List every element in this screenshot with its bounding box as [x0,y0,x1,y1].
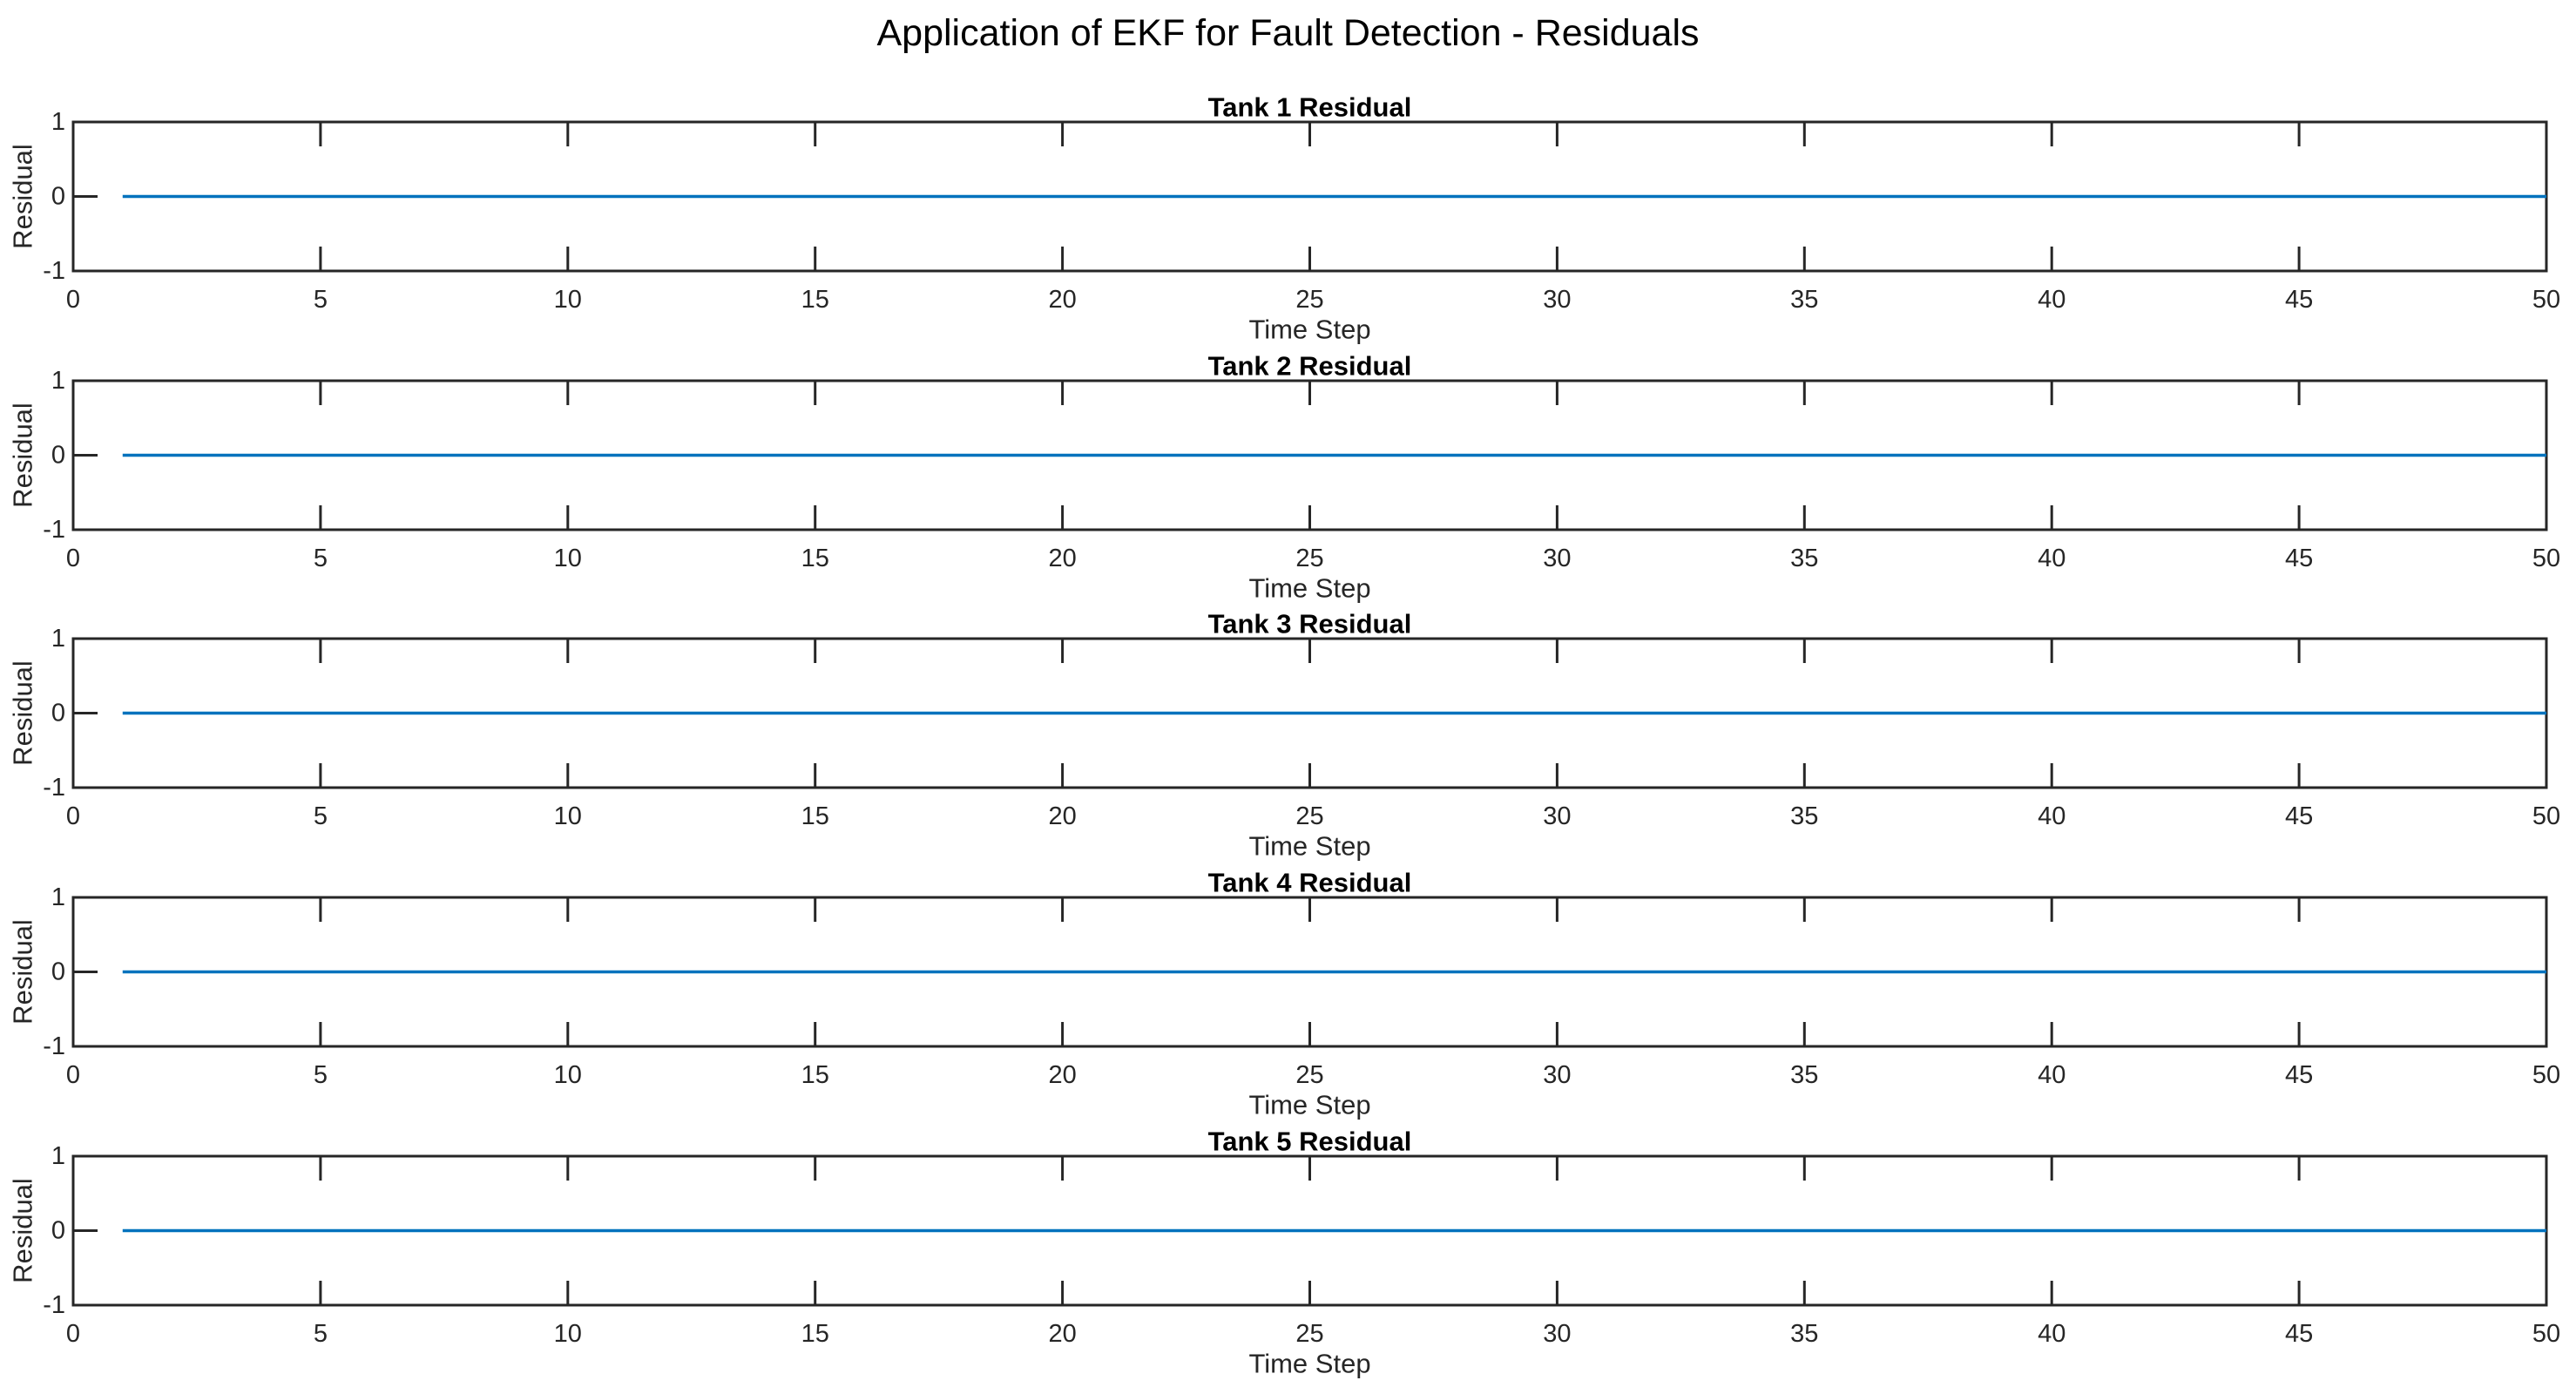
x-tick-label: 50 [2532,286,2560,314]
x-tick-label: 0 [66,286,80,314]
x-axis-label: Time Step [1248,1349,1370,1379]
x-tick-label: 35 [1790,545,1818,572]
x-tick-label: 0 [66,545,80,572]
y-axis-label: Residual [8,660,38,766]
x-tick-label: 20 [1048,1061,1076,1089]
x-tick-label: 40 [2038,545,2066,572]
y-tick-label: -1 [43,257,65,285]
x-tick-label: 15 [801,1061,829,1089]
x-tick-label: 50 [2532,1320,2560,1348]
x-tick-label: 30 [1543,1320,1571,1348]
x-tick-label: 20 [1048,802,1076,830]
x-tick-label: 10 [554,802,582,830]
x-tick-label: 15 [801,1320,829,1348]
x-tick-label: 45 [2285,1061,2313,1089]
x-tick-label: 0 [66,802,80,830]
y-tick-label: -1 [43,516,65,544]
subplot-title: Tank 3 Residual [1208,609,1412,639]
y-tick-label: -1 [43,1291,65,1319]
x-tick-label: 25 [1295,286,1323,314]
x-tick-label: 20 [1048,545,1076,572]
x-tick-label: 0 [66,1320,80,1348]
x-tick-label: 35 [1790,1320,1818,1348]
x-tick-label: 30 [1543,802,1571,830]
x-tick-label: 40 [2038,1061,2066,1089]
x-tick-label: 50 [2532,1061,2560,1089]
x-tick-label: 35 [1790,1061,1818,1089]
x-tick-label: 45 [2285,1320,2313,1348]
y-tick-label: 0 [51,183,65,211]
y-axis-label: Residual [8,919,38,1025]
x-tick-label: 15 [801,286,829,314]
y-tick-label: 1 [51,625,65,653]
y-tick-label: 0 [51,958,65,986]
figure-title: Application of EKF for Fault Detection -… [876,12,1700,54]
y-axis-label: Residual [8,403,38,508]
x-tick-label: 35 [1790,802,1818,830]
x-tick-label: 5 [314,1320,328,1348]
x-axis-label: Time Step [1248,315,1370,345]
subplot-title: Tank 1 Residual [1208,92,1412,123]
y-tick-label: 1 [51,1142,65,1170]
y-tick-label: -1 [43,1032,65,1060]
x-tick-label: 5 [314,545,328,572]
x-tick-label: 50 [2532,802,2560,830]
y-axis-label: Residual [8,1178,38,1283]
subplot-title: Tank 2 Residual [1208,351,1412,382]
subplot-title: Tank 5 Residual [1208,1127,1412,1157]
subplot-title: Tank 4 Residual [1208,868,1412,898]
y-tick-label: 1 [51,367,65,395]
x-tick-label: 25 [1295,1061,1323,1089]
x-tick-label: 45 [2285,286,2313,314]
x-axis-label: Time Step [1248,1090,1370,1120]
x-tick-label: 40 [2038,286,2066,314]
y-axis-label: Residual [8,144,38,249]
y-tick-label: 0 [51,442,65,470]
y-tick-label: 0 [51,1217,65,1245]
x-tick-label: 25 [1295,545,1323,572]
x-tick-label: 10 [554,545,582,572]
x-tick-label: 45 [2285,802,2313,830]
x-tick-label: 15 [801,545,829,572]
x-tick-label: 10 [554,1320,582,1348]
x-tick-label: 5 [314,1061,328,1089]
x-tick-label: 30 [1543,1061,1571,1089]
x-axis-label: Time Step [1248,831,1370,862]
x-tick-label: 10 [554,1061,582,1089]
x-tick-label: 50 [2532,545,2560,572]
x-tick-label: 10 [554,286,582,314]
x-tick-label: 30 [1543,286,1571,314]
x-tick-label: 35 [1790,286,1818,314]
y-tick-label: 0 [51,700,65,727]
y-tick-label: -1 [43,774,65,802]
x-tick-label: 25 [1295,802,1323,830]
x-tick-label: 5 [314,286,328,314]
x-tick-label: 15 [801,802,829,830]
x-tick-label: 30 [1543,545,1571,572]
x-tick-label: 20 [1048,286,1076,314]
x-tick-label: 0 [66,1061,80,1089]
x-tick-label: 20 [1048,1320,1076,1348]
x-tick-label: 40 [2038,802,2066,830]
x-tick-label: 25 [1295,1320,1323,1348]
x-tick-label: 40 [2038,1320,2066,1348]
x-axis-label: Time Step [1248,573,1370,604]
x-tick-label: 45 [2285,545,2313,572]
y-tick-label: 1 [51,883,65,911]
x-tick-label: 5 [314,802,328,830]
y-tick-label: 1 [51,108,65,136]
